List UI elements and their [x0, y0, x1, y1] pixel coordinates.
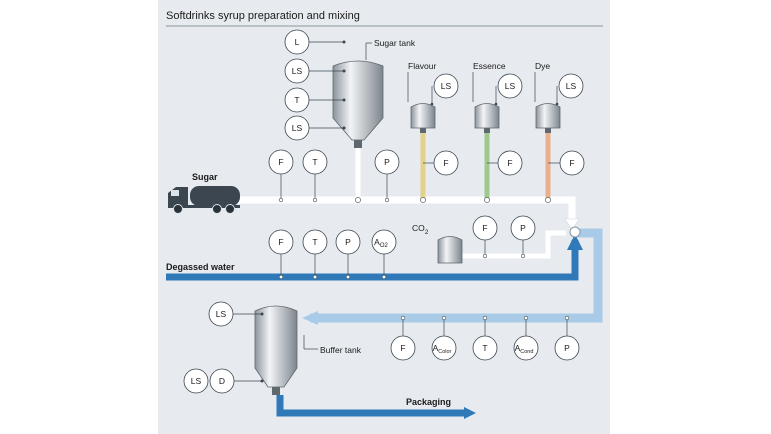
svg-text:T: T [312, 157, 317, 167]
sugar-flow-instrument: F [268, 149, 294, 175]
return-pipe-arrow [302, 311, 318, 325]
flavour-ls-instrument: LS [433, 73, 459, 99]
flavour-tank [410, 103, 436, 133]
sugar-tank [332, 60, 384, 148]
svg-text:F: F [278, 237, 283, 247]
sugar-tank-label: Sugar tank [374, 38, 416, 48]
svg-text:LS: LS [292, 123, 303, 133]
tank-sensor-dots [260, 40, 559, 383]
mixing-node [569, 226, 581, 238]
buffer-tank [254, 305, 298, 395]
svg-text:AO2: AO2 [374, 237, 388, 249]
svg-text:T: T [294, 95, 299, 105]
svg-text:T: T [482, 343, 487, 353]
return-temperature-instrument: T [472, 335, 498, 361]
sugar-tank-level-instrument: L [284, 29, 310, 55]
svg-text:P: P [520, 223, 526, 233]
svg-text:L: L [295, 37, 300, 47]
svg-text:ACond: ACond [515, 343, 534, 355]
buffer-tank-ls-top-instrument: LS [208, 301, 234, 327]
sugar-tank-ls1-instrument: LS [284, 58, 310, 84]
svg-text:F: F [443, 158, 448, 168]
degassed-water-label: Degassed water [166, 262, 235, 272]
sugar-pressure-instrument: P [374, 149, 400, 175]
water-pipe [166, 240, 579, 281]
flavour-flow-instrument: F [433, 150, 459, 176]
sugar-pipe [220, 196, 576, 222]
svg-text:LS: LS [566, 81, 577, 91]
svg-text:T: T [312, 237, 317, 247]
diagram-title: Softdrinks syrup preparation and mixing [166, 10, 360, 22]
essence-label: Essence [473, 61, 506, 71]
co2-flow-instrument: F [472, 215, 498, 241]
essence-flow-instrument: F [497, 150, 523, 176]
svg-text:LS: LS [441, 81, 452, 91]
return-color-analyzer: AColor [431, 335, 457, 361]
essence-tank [474, 103, 500, 133]
co2-label: CO2 [412, 223, 429, 236]
buffer-tank-density-instrument: D [209, 368, 235, 394]
leader-lines [233, 41, 568, 382]
svg-text:F: F [400, 343, 405, 353]
co2-tank [437, 236, 463, 264]
packaging-label: Packaging [406, 397, 451, 407]
water-pipe-arrow [567, 234, 583, 250]
svg-text:F: F [507, 158, 512, 168]
water-pressure-instrument: P [335, 229, 361, 255]
dye-tank [535, 103, 561, 133]
tap-points [278, 197, 570, 321]
svg-text:F: F [278, 157, 283, 167]
sugar-label: Sugar [192, 172, 218, 182]
svg-text:LS: LS [292, 66, 303, 76]
return-conductivity-analyzer: ACond [513, 335, 539, 361]
svg-text:D: D [219, 376, 225, 386]
svg-text:AColor: AColor [433, 343, 452, 355]
svg-text:F: F [569, 158, 574, 168]
sugar-truck [168, 186, 240, 214]
dye-label: Dye [535, 61, 550, 71]
svg-text:F: F [482, 223, 487, 233]
packaging-pipe [276, 395, 466, 417]
water-temperature-instrument: T [302, 229, 328, 255]
buffer-tank-label: Buffer tank [320, 345, 362, 355]
packaging-pipe-arrow [464, 407, 476, 419]
sugar-tank-ls2-instrument: LS [284, 115, 310, 141]
co2-pipe [462, 230, 566, 259]
essence-ls-instrument: LS [497, 73, 523, 99]
svg-text:P: P [564, 343, 570, 353]
return-flow-instrument: F [390, 335, 416, 361]
svg-text:LS: LS [191, 376, 202, 386]
flavour-label: Flavour [408, 61, 437, 71]
water-oxygen-analyzer: AO2 [371, 229, 397, 255]
svg-text:P: P [384, 157, 390, 167]
sugar-tank-temperature-instrument: T [284, 87, 310, 113]
svg-text:LS: LS [216, 309, 227, 319]
buffer-tank-ls-bottom-instrument: LS [183, 368, 209, 394]
return-pipe [310, 228, 603, 323]
sugar-pipe-arrow [564, 218, 580, 231]
water-flow-instrument: F [268, 229, 294, 255]
svg-text:LS: LS [505, 81, 516, 91]
return-pressure-instrument: P [554, 335, 580, 361]
svg-text:P: P [345, 237, 351, 247]
dye-flow-instrument: F [559, 150, 585, 176]
sugar-temperature-instrument: T [302, 149, 328, 175]
dye-ls-instrument: LS [558, 73, 584, 99]
co2-pressure-instrument: P [510, 215, 536, 241]
